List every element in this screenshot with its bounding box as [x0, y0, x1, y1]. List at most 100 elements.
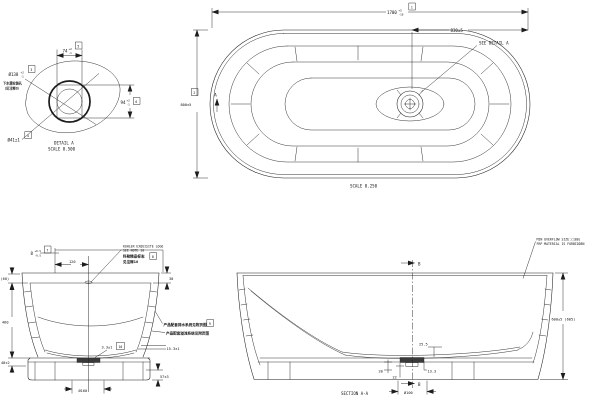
dim-20-text: 20 — [379, 370, 383, 374]
logo-note-cn1: 科勒精品标志 — [123, 254, 145, 259]
dim-133-text: 13.3 — [428, 370, 437, 374]
dim-94-tol-dn: -1 — [127, 102, 131, 106]
note-cn-2: 产品配套溢流系统见附页图 — [166, 331, 210, 336]
dim-48-text: 48±2 — [1, 361, 10, 365]
dim-overall-length: 1700 +5 -10 1 — [211, 2, 529, 30]
dim-drain-offset: 830±5 — [411, 27, 529, 89]
top-view-scale: SCALE 0.250 — [350, 184, 378, 189]
dim-drain-text: Ø41±1 — [8, 138, 21, 143]
detail-scale: SCALE 0.500 — [48, 147, 76, 152]
dim-length-tol-dn: -10 — [399, 13, 404, 17]
dim-pad-width: 74 +2 -1 5 — [56, 41, 83, 84]
dim-94-value: 94 — [121, 100, 126, 105]
dim-height: 600±5 (605) — [540, 272, 576, 380]
balloon-5: 5 — [77, 44, 79, 48]
dim-8-tol-dn: -0.5 — [35, 253, 42, 257]
balloon-4: 4 — [27, 134, 29, 138]
drain-callout: Ø41±1 4 — [8, 131, 32, 143]
dim-recess: 3.3±1 10 — [94, 342, 125, 358]
dim-drain-offset-text: 830±5 — [451, 28, 464, 33]
dim-30-text: 30 — [169, 277, 173, 281]
dim-step: 15.3±1 — [138, 345, 180, 351]
front-cn-notes: 产品配套排水系统见附页图 9 产品配套溢流系统见附页图 — [151, 310, 214, 336]
dim-width-text: 800±5 — [181, 103, 192, 107]
dim-153-text: 15.3±1 — [167, 347, 180, 351]
flange-callout: Ø138 +2 -1 3 下水器安装孔 （见注释9） — [3, 65, 36, 91]
balloon-3-box — [28, 65, 36, 73]
logo-note-en2: SEE NOTE 10 — [123, 249, 144, 253]
drain-hole-circle — [56, 88, 83, 115]
balloon-1-box — [408, 2, 416, 11]
dim-flange-tol-up: +2 — [21, 71, 25, 75]
side-wall-ticks — [238, 288, 552, 337]
dim-22-text: 22 — [393, 376, 397, 380]
balloon-2-box — [191, 88, 199, 96]
dim-overall-width: 800±5 2 — [181, 29, 208, 179]
balloon-8-box — [149, 252, 157, 260]
dim-255-text: 25.5 — [419, 343, 428, 347]
balloon-10-box — [116, 342, 125, 350]
section-b-top: B — [418, 262, 421, 267]
note-cn-1: 产品配套排水系统见附页图 — [164, 322, 208, 327]
section-title: SECTION A-A — [341, 391, 369, 396]
dim-pad-height: 94 +2 -1 6 — [121, 84, 141, 119]
dim-logo-position: 8 +0.5 -0.5 7 120 — [31, 245, 164, 273]
balloon-10: 10 — [119, 345, 123, 349]
balloon-7: 7 — [46, 248, 48, 252]
drain-flange-circle — [48, 80, 91, 123]
dim-33-text: 3.3±1 — [102, 346, 113, 350]
dim-flange-tol-dn: -1 — [21, 75, 25, 79]
balloon-6-box — [133, 97, 141, 105]
dim-100-text: Ø100 — [404, 390, 413, 395]
front-wall-ticks — [24, 290, 157, 339]
side-drain-fitting — [405, 362, 419, 367]
tub-plan-contours — [209, 29, 531, 179]
dim-74-tol-dn: -1 — [69, 51, 73, 55]
logo-note-cn2: 见注释10 — [123, 259, 138, 264]
front-outline — [21, 272, 160, 359]
balloon-5-box — [75, 41, 83, 50]
balloon-1: 1 — [411, 5, 413, 9]
drain-plan — [396, 89, 424, 119]
side-plinth — [253, 357, 539, 380]
section-a-letter: A — [214, 93, 217, 98]
flange-leader — [24, 78, 97, 125]
dim-160-text: Ø160 — [79, 388, 88, 393]
dim-94-tol-up: +2 — [127, 98, 131, 102]
dim-plinth-height: 57±3 — [146, 363, 169, 387]
dim-460-text: 460 — [2, 321, 9, 325]
dim-600-text: 600±5 (605) — [552, 318, 576, 322]
dim-drain-cluster: 25.5 20 22 13.3 Ø100 — [379, 343, 442, 395]
dim-8-tol-up: +0.5 — [35, 249, 42, 253]
dim-60-text: (60) — [1, 277, 10, 281]
dim-74-tol-up: +2 — [69, 47, 73, 51]
detail-blob-outline — [25, 60, 121, 134]
section-b-bottom: B — [418, 382, 421, 387]
dim-74-value: 74 — [63, 49, 68, 54]
balloon-6: 6 — [135, 100, 137, 104]
detail-title: DETAIL A — [54, 141, 74, 146]
dim-length-value: 1700 — [387, 10, 397, 15]
dim-flange-value: Ø138 — [9, 72, 19, 77]
detail-a-view: 74 +2 -1 5 94 +2 -1 6 Ø138 +2 -1 3 下水器安装… — [3, 41, 141, 152]
balloon-8: 8 — [152, 255, 154, 259]
front-plinth — [27, 357, 151, 381]
flange-note-cn2: （见注释9） — [3, 86, 21, 91]
flange-note-cn1: 下水器安装孔 — [3, 81, 23, 86]
dim-base-dia: Ø160 — [64, 380, 112, 394]
see-detail-callout: SEE DETAIL A — [420, 41, 509, 93]
drain-leader — [21, 73, 100, 140]
tub-plan-joint-ticks — [230, 45, 510, 163]
overflow-note-line1: MIN OVERFLOW SIZE:(180) — [537, 238, 581, 242]
dim-length-tol-up: +5 — [399, 9, 403, 13]
side-view: B B MIN OVERFLOW SIZE:(180) FRP MATERIAL… — [236, 238, 585, 396]
overflow-note: MIN OVERFLOW SIZE:(180) FRP MATERIAL IS … — [522, 238, 585, 279]
dim-8-value: 8 — [31, 251, 34, 256]
tub-outer-rim — [209, 29, 531, 179]
balloon-3: 3 — [30, 68, 32, 72]
drain-plate-contour — [375, 86, 445, 122]
side-outline — [236, 272, 554, 380]
front-view: KOHLER EXQUISITE LOGO SEE NOTE 10 科勒精品标志… — [1, 245, 214, 394]
overflow-note-line2: FRP MATERIAL IS FORBIDDEN — [537, 242, 585, 246]
